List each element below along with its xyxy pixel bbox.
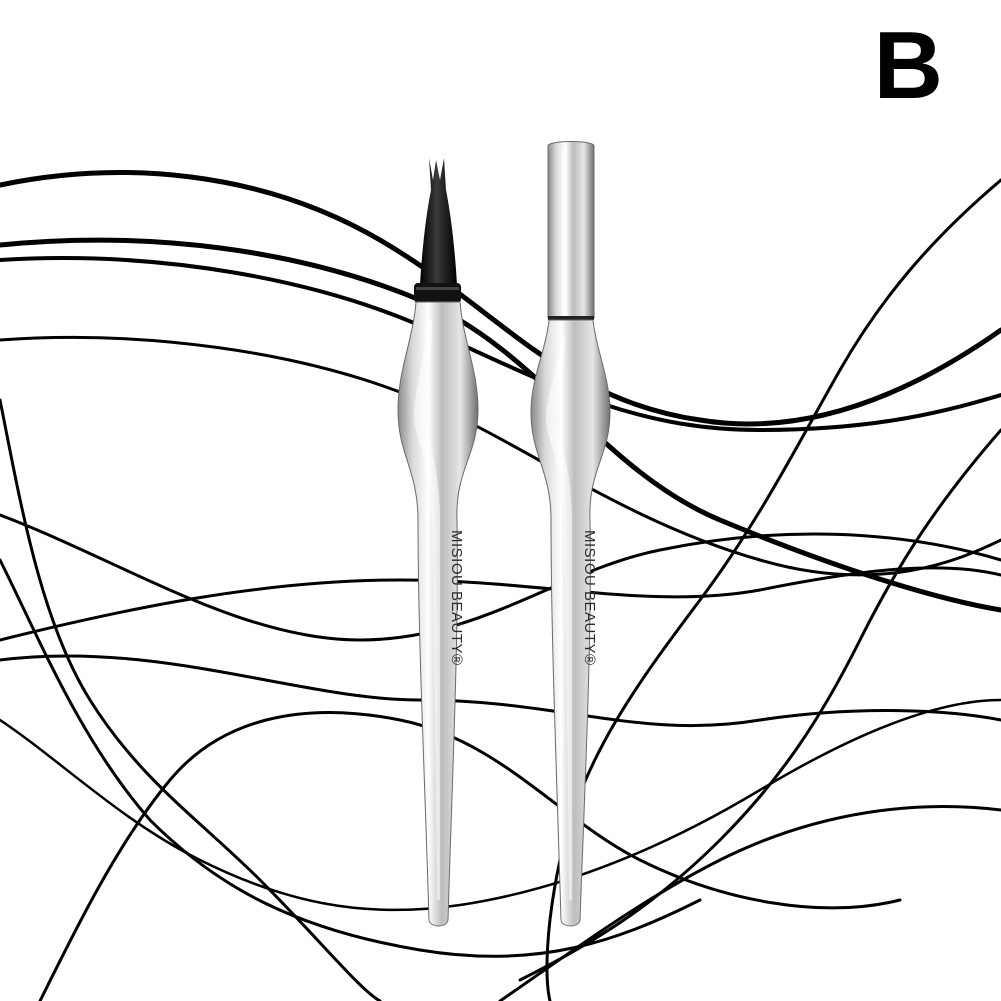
- wave-line: [0, 566, 1001, 642]
- eyeliner-brand-text: MISIOU BEAUTY®: [581, 530, 598, 666]
- wave-line: [0, 698, 1001, 912]
- eyeliner-brand-text: MISIOU BEAUTY®: [448, 530, 465, 666]
- variant-label: B: [873, 12, 943, 119]
- eyeliner-capped: MISIOU BEAUTY®: [530, 141, 611, 927]
- wave-line: [498, 805, 1001, 1001]
- wave-line: [0, 398, 382, 1001]
- eyeliner-open: MISIOU BEAUTY®: [397, 158, 479, 927]
- wave-line: [0, 256, 1001, 433]
- eyeliner-collar: [414, 283, 461, 303]
- wave-line: [0, 654, 1001, 728]
- wave-line: [38, 711, 902, 1001]
- wave-line: [0, 513, 1001, 642]
- eyeliner-cap-band: [548, 316, 594, 320]
- wave-line: [0, 170, 1001, 427]
- wave-line: [518, 428, 1001, 982]
- wavy-lines-background: [0, 170, 1001, 1001]
- eyeliner-felt-tip: [420, 158, 457, 285]
- eyeliner-cap: [547, 141, 595, 319]
- wave-line: [0, 336, 1001, 577]
- wave-line: [545, 178, 1001, 1001]
